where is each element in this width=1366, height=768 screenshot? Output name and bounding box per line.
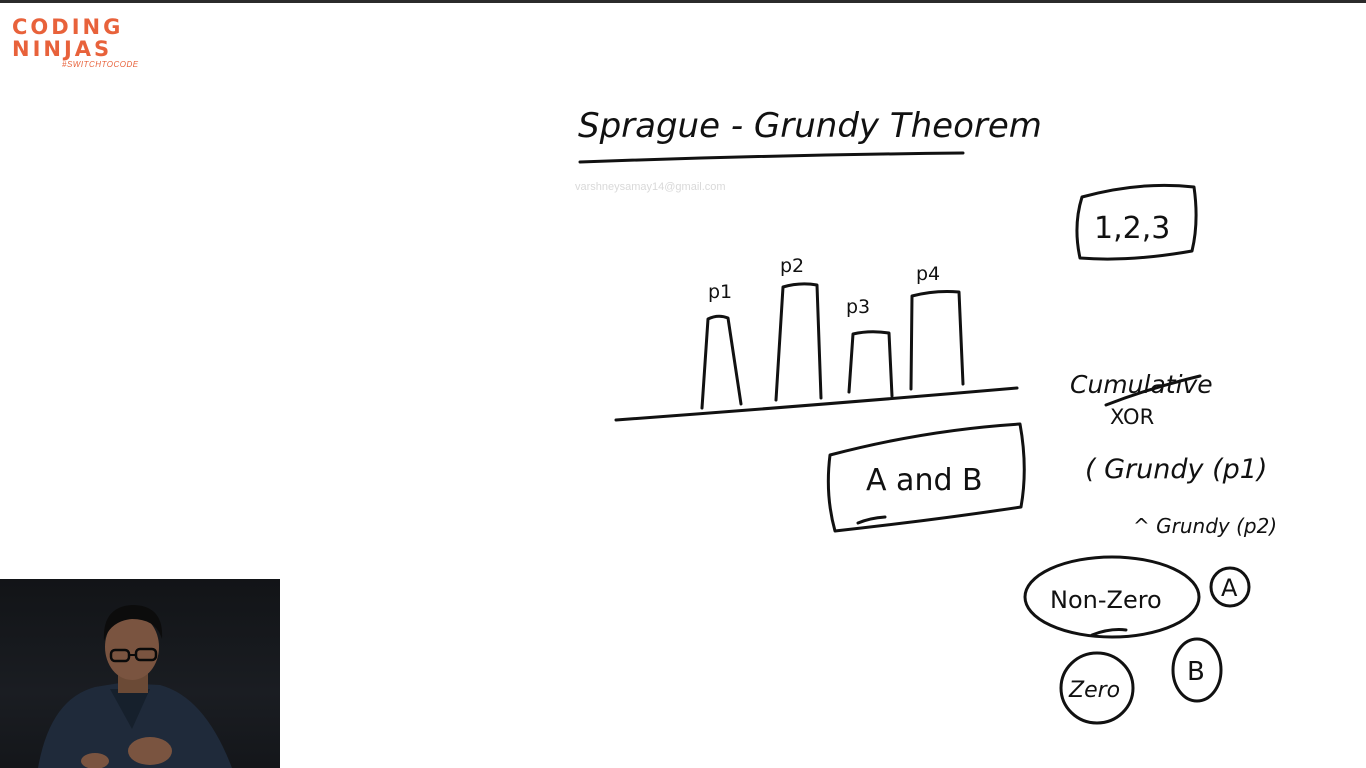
pile-label-p3: p3	[846, 296, 870, 318]
pile-bar-p4	[909, 290, 965, 391]
pile-label-p4: p4	[916, 263, 940, 285]
pile-set-box	[1075, 183, 1198, 261]
coding-ninjas-logo: CODING NINJAS #SWITCHTOCODE	[12, 16, 142, 72]
pile-bar-p3	[847, 330, 894, 398]
presenter-figure	[38, 605, 232, 768]
grundy-p2-text: ^ Grundy (p2)	[1133, 514, 1277, 538]
player-b-text: B	[1187, 657, 1205, 687]
logo-text-line2: NINJAS	[12, 37, 113, 61]
logo-text-line1: CODING	[12, 15, 124, 39]
nonzero-tick	[1090, 628, 1128, 637]
zero-circle	[1059, 651, 1135, 725]
pile-bar-p2	[774, 282, 823, 402]
presenter-webcam	[0, 579, 280, 768]
logo-tagline: #SWITCHTOCODE	[62, 60, 139, 69]
pile-label-p2: p2	[780, 255, 804, 277]
player-b-circle	[1171, 637, 1223, 703]
xor-text: XOR	[1110, 405, 1154, 429]
xor-strike	[1104, 374, 1202, 407]
ground-line	[614, 386, 1019, 422]
board-title: Sprague - Grundy Theorem	[578, 106, 1042, 146]
players-box	[826, 422, 1026, 533]
pile-bar-p1	[700, 314, 743, 410]
cumulative-text: Cumulative	[1070, 370, 1213, 399]
pile-set-text: 1,2,3	[1094, 211, 1170, 246]
title-underline	[578, 151, 965, 164]
nonzero-ellipse	[1023, 555, 1201, 639]
pile-label-p1: p1	[708, 281, 732, 303]
nonzero-text: Non-Zero	[1050, 586, 1162, 614]
top-border	[0, 0, 1366, 3]
grundy-p1-text: ( Grundy (p1)	[1085, 454, 1267, 485]
players-box-tick	[856, 515, 887, 525]
player-a-text: A	[1221, 574, 1238, 602]
zero-text: Zero	[1068, 678, 1120, 703]
player-a-circle	[1209, 566, 1251, 608]
players-text: A and B	[866, 463, 983, 498]
email-watermark: varshneysamay14@gmail.com	[575, 181, 726, 193]
